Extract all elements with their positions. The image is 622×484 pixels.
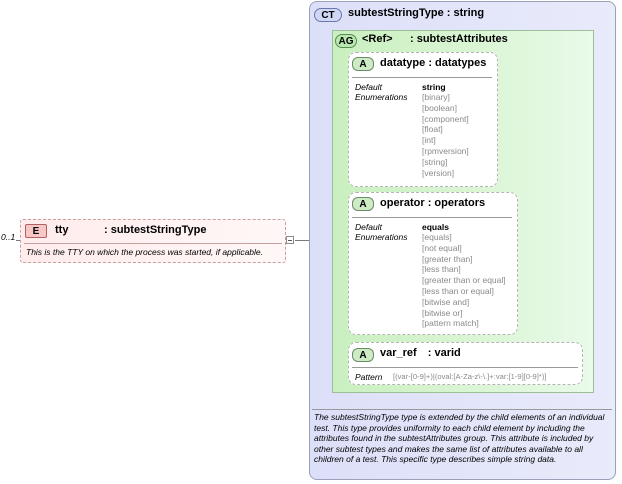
enumeration-item: [equals]: [422, 232, 452, 242]
attribute-datatype-label: datatype: [380, 57, 426, 69]
enumeration-item: [bitwise or]: [422, 307, 463, 318]
datatype-enumeration-list: [binary] [boolean] [component] [float] […: [422, 92, 469, 178]
datatype-default-label: Default: [355, 82, 382, 92]
var-ref-pattern-label: Pattern: [355, 372, 383, 382]
var-ref-pattern-value: [(var-[0-9]+)|(oval:[A-Za-z\-\.]+:var:[1…: [393, 372, 547, 381]
enumeration-item: [greater than or equal]: [422, 275, 506, 286]
enumeration-item: [not equal]: [422, 242, 462, 253]
enumeration-item: [int]: [422, 135, 436, 146]
complex-type-doc-separator: [312, 409, 612, 410]
connector-element-to-type: [295, 240, 309, 241]
enumeration-item: [version]: [422, 167, 455, 178]
complex-type-documentation: The subtestStringType type is extended b…: [314, 412, 605, 464]
attribute-var-ref-tag: A: [352, 348, 374, 362]
element-name: tty: [55, 224, 69, 236]
enumeration-item: [boolean]: [422, 102, 457, 113]
enumeration-item: [binary]: [422, 92, 450, 102]
operator-default-value: equals: [422, 222, 449, 232]
operator-default-label: Default: [355, 222, 382, 232]
attribute-operator-label: operator: [380, 197, 425, 209]
element-separator: [24, 243, 282, 244]
element-tag: E: [25, 224, 47, 238]
element-documentation: This is the TTY on which the process was…: [26, 247, 264, 257]
enumeration-item: [component]: [422, 113, 469, 124]
attribute-datatype-box: [348, 52, 498, 187]
attribute-var-ref-type: : varid: [427, 347, 461, 359]
element-type: : subtestStringType: [104, 224, 207, 236]
attribute-var-ref-separator: [352, 367, 578, 368]
attribute-operator-name: operator : operators: [380, 197, 485, 209]
attribute-var-ref-name: var_ref : varid: [380, 347, 461, 359]
attribute-datatype-name: datatype : datatypes: [380, 57, 486, 69]
enumeration-item: [less than]: [422, 264, 461, 275]
enumeration-item: [string]: [422, 156, 448, 167]
attribute-group-ref: <Ref>: [362, 33, 393, 45]
operator-enumeration-list: [equals] [not equal] [greater than] [les…: [422, 232, 506, 329]
enumeration-item: [bitwise and]: [422, 296, 470, 307]
expand-icon[interactable]: [286, 236, 294, 244]
enumeration-item: [pattern match]: [422, 318, 479, 329]
minus-sign: [288, 240, 292, 241]
enumeration-item: [less than or equal]: [422, 285, 494, 296]
datatype-default-value: string: [422, 82, 446, 92]
attribute-operator-tag: A: [352, 197, 374, 211]
attribute-var-ref-label: var_ref: [380, 347, 417, 359]
enumeration-item: [rpmversion]: [422, 145, 469, 156]
element-tty-box: [20, 219, 286, 263]
connector-cardinality: [16, 240, 20, 241]
enumeration-item: [float]: [422, 124, 443, 135]
datatype-enumerations-label: Enumerations: [355, 92, 408, 102]
attribute-datatype-type: : datatypes: [428, 57, 487, 69]
operator-enumerations-label: Enumerations: [355, 232, 408, 242]
complex-type-tag: CT: [314, 8, 342, 22]
attribute-var-ref-box: [348, 342, 583, 385]
enumeration-item: [greater than]: [422, 253, 473, 264]
attribute-datatype-tag: A: [352, 57, 374, 71]
attribute-datatype-separator: [352, 77, 492, 78]
attribute-operator-separator: [352, 217, 512, 218]
attribute-group-name: : subtestAttributes: [410, 33, 508, 45]
complex-type-title: subtestStringType : string: [348, 7, 485, 19]
element-cardinality: 0..1: [1, 232, 16, 242]
attribute-operator-box: [348, 192, 518, 335]
attribute-operator-type: : operators: [427, 197, 486, 209]
attribute-group-tag: AG: [335, 34, 357, 48]
